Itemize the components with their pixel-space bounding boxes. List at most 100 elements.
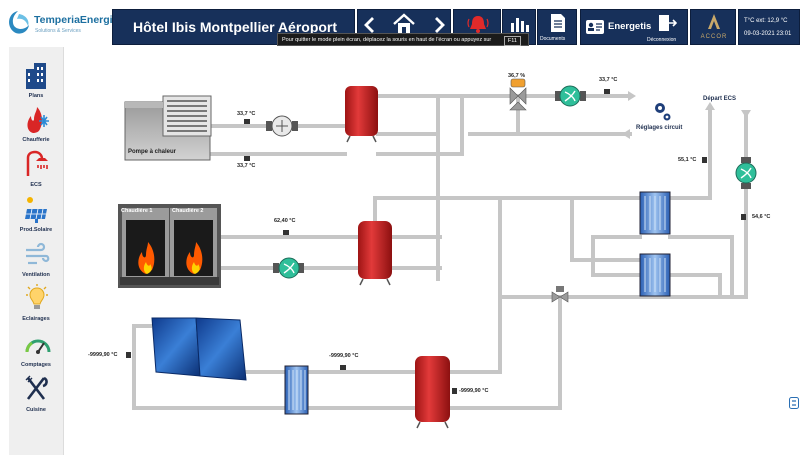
heat-exchanger-2[interactable] (639, 253, 671, 297)
arrow-out-right-icon (628, 91, 636, 101)
logout-label[interactable]: Déconnexion (647, 37, 677, 43)
hp-top-temp: 33,7 °C (237, 111, 256, 117)
pipes (132, 94, 748, 410)
brand-logo: TemperiaEnergies Solutions & Services (4, 8, 124, 42)
solar-tank-temp: -9999,90 °C (459, 388, 489, 394)
sidebar-item-label: ECS (30, 182, 42, 188)
wind-icon (26, 242, 50, 265)
energetis-label: Energetis (608, 21, 652, 32)
chevron-right-icon[interactable] (432, 16, 446, 34)
sidebar-item-ventilation[interactable]: Ventilation (9, 240, 63, 284)
solar-mid-temp: -9999,90 °C (329, 353, 359, 359)
sidebar-item-label: Ventilation (22, 272, 50, 278)
heat-exchanger-3[interactable] (284, 365, 309, 415)
valve-opening: 36,7 % (508, 73, 526, 79)
buffer-tank-2[interactable] (358, 221, 392, 286)
bar-chart-icon (511, 18, 529, 32)
sidebar-item-label: Prod.Solaire (19, 227, 53, 233)
sidebar-item-label: Plans (28, 93, 44, 99)
sidebar-item-label: Comptages (21, 362, 51, 368)
home-icon[interactable] (392, 13, 416, 35)
sidebar-item-eclairages[interactable]: Eclairages (9, 284, 63, 328)
outdoor-temperature: T°C ext: 12,9 °C (744, 18, 788, 24)
heat-pump-label: Pompe à chaleur (128, 149, 177, 155)
ecs-left-temp: 55,1 °C (678, 157, 697, 163)
pump-icon[interactable] (273, 257, 304, 279)
solar-tank[interactable] (415, 356, 450, 429)
energetis-panel: Energetis Déconnexion (580, 9, 688, 45)
date-time: 09-03-2021 23:01 (744, 31, 792, 37)
arrow-down-icon (741, 110, 751, 118)
mixing-valve[interactable] (551, 286, 569, 303)
boiler-1-label: Chaudière 1 (121, 208, 153, 214)
top-right-temp: 33,7 °C (599, 77, 618, 83)
sidebar-item-cuisine[interactable]: Cuisine (9, 375, 63, 419)
logout-icon[interactable] (657, 14, 677, 32)
buffer-tank-1[interactable] (345, 86, 378, 143)
sidebar-item-prod-solaire[interactable]: Prod.Solaire (9, 195, 63, 239)
heat-exchanger-1[interactable] (639, 191, 671, 235)
tooltip-text: Pour quitter le mode plein écran, déplac… (282, 37, 492, 43)
sidebar-item-ecs[interactable]: ECS (9, 150, 63, 194)
settings-gears-icon[interactable] (655, 103, 671, 121)
sidebar-item-label: Cuisine (26, 407, 46, 413)
pump-icon[interactable] (555, 85, 586, 107)
bulb-icon (26, 284, 48, 309)
flow-arrows (622, 91, 751, 139)
f11-key: F11 (503, 36, 521, 46)
sidebar-item-plans[interactable]: Plans (9, 61, 63, 105)
sensor-icon (452, 388, 457, 394)
accor-label: ACCOR (700, 34, 728, 40)
documents-button[interactable]: Documents (537, 9, 577, 45)
fullscreen-tooltip: Pour quitter le mode plein écran, déplac… (277, 33, 529, 46)
depart-ecs-label: Départ ECS (703, 96, 737, 102)
sensor-icon (244, 119, 250, 124)
temperature-sensors (126, 89, 746, 394)
solar-panel-icon (25, 197, 47, 223)
document-icon (551, 14, 565, 32)
bell-alarm-icon (467, 16, 489, 33)
brand-name: TemperiaEnergies (34, 14, 125, 26)
accor-logo: ACCOR (690, 9, 736, 45)
boiler-2-label: Chaudière 2 (172, 208, 204, 214)
sidebar: Plans Chaufferie ECS Prod.Solaire Ve (9, 47, 64, 455)
pump-icon[interactable] (735, 157, 757, 189)
sensor-icon (283, 230, 289, 235)
arrow-up-icon (705, 102, 715, 110)
documents-label: Documents (540, 36, 566, 42)
refresh-icon[interactable] (789, 397, 799, 409)
weather-panel: T°C ext: 12,9 °C 09-03-2021 23:01 (738, 9, 800, 45)
boiler-out-temp: 62,40 °C (274, 218, 296, 224)
hp-bottom-temp: 33,7 °C (237, 163, 256, 169)
pump-icon[interactable] (266, 115, 298, 137)
sidebar-item-label: Chaufferie (22, 137, 50, 143)
chevron-left-icon[interactable] (363, 16, 377, 34)
flame-snow-icon (27, 107, 49, 133)
sidebar-item-comptages[interactable]: Comptages (9, 330, 63, 374)
id-card-icon (586, 20, 604, 34)
shower-icon (26, 150, 48, 176)
sensor-icon (340, 365, 346, 370)
arrow-in-left-icon (622, 129, 630, 139)
heat-pump[interactable] (124, 95, 212, 161)
sensor-icon (604, 89, 610, 94)
cutlery-icon (25, 375, 48, 400)
solar-panels[interactable] (151, 317, 247, 381)
sensor-icon (702, 157, 707, 163)
building-icon (26, 63, 46, 89)
boilers[interactable] (118, 204, 221, 288)
sensor-icon (126, 352, 131, 358)
brand-swirl-icon (9, 11, 30, 34)
sidebar-item-chaufferie[interactable]: Chaufferie (9, 105, 63, 149)
settings-circuit-label[interactable]: Réglages circuit (636, 125, 683, 131)
accor-emblem-icon (708, 14, 720, 29)
sidebar-item-label: Eclairages (22, 316, 50, 322)
sensor-icon (741, 214, 746, 220)
solar-left-temp: -9999,90 °C (88, 352, 118, 358)
ecs-right-temp: 54,6 °C (752, 214, 771, 220)
gauge-icon (25, 339, 51, 354)
three-way-valve[interactable] (509, 78, 527, 111)
sensor-icon (244, 156, 250, 161)
brand-tagline: Solutions & Services (35, 28, 81, 34)
